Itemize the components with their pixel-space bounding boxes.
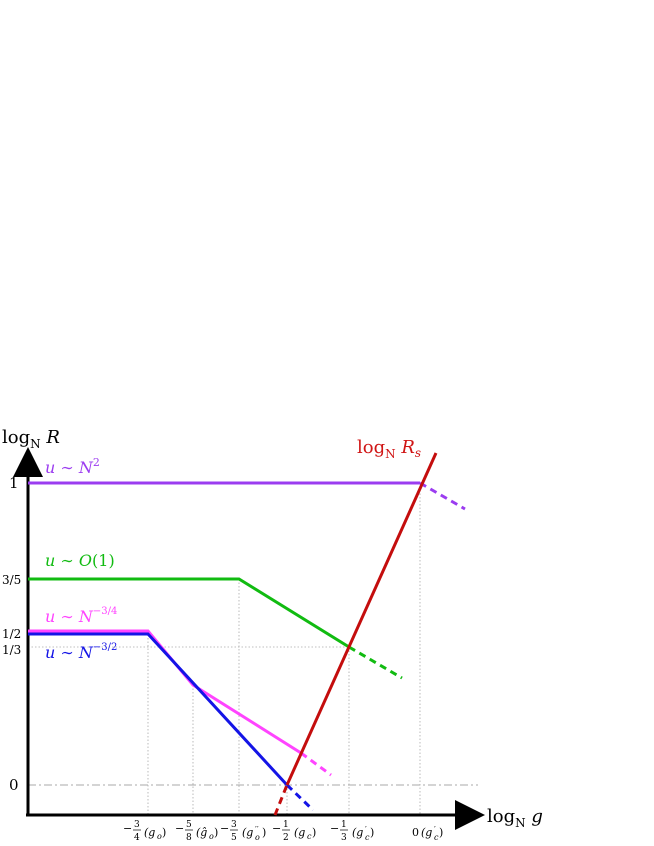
svg-text:1: 1 xyxy=(341,820,347,830)
svg-text:(g: (g xyxy=(144,826,155,839)
series-u-o1-dashed xyxy=(348,645,403,680)
x-axis-label: logN g xyxy=(487,806,543,830)
svg-text:0: 0 xyxy=(412,826,419,839)
svg-text:′: ′ xyxy=(365,825,367,834)
y-axis-label: logN R xyxy=(2,427,60,451)
svg-text:(g: (g xyxy=(421,826,432,839)
y-tick-1-2: 1/2 xyxy=(2,627,21,641)
svg-text:′′: ′′ xyxy=(255,825,259,834)
svg-text:3: 3 xyxy=(134,820,140,830)
svg-text:−: − xyxy=(220,822,229,835)
svg-text:c: c xyxy=(365,833,370,842)
svg-text:′: ′ xyxy=(434,825,436,834)
svg-text:3: 3 xyxy=(341,833,347,843)
svg-text:−: − xyxy=(330,822,339,835)
svg-text:o: o xyxy=(209,832,214,841)
y-tick-1-3: 1/3 xyxy=(2,643,21,657)
series-u-n34-dashed xyxy=(300,751,332,777)
svg-text:(ĝ: (ĝ xyxy=(196,826,207,839)
svg-text:): ) xyxy=(262,826,266,839)
label-u-n32: u ∼ N−3/2 xyxy=(45,642,117,662)
series-rs-dashed xyxy=(273,784,289,816)
svg-text:5: 5 xyxy=(231,833,237,843)
svg-text:4: 4 xyxy=(134,833,140,843)
svg-text:): ) xyxy=(312,826,316,839)
x-tick-gpp: − 3 5 (g′′o) xyxy=(220,820,266,843)
y-tick-3-5: 3/5 xyxy=(2,573,21,587)
svg-text:c: c xyxy=(434,833,439,842)
label-log-rs: logN Rs xyxy=(357,437,421,461)
svg-text:8: 8 xyxy=(186,833,192,843)
svg-text:): ) xyxy=(162,826,166,839)
svg-text:(g: (g xyxy=(294,826,305,839)
svg-text:): ) xyxy=(214,826,218,839)
label-u-n34: u ∼ N−3/4 xyxy=(45,606,117,626)
y-tick-1: 1 xyxy=(9,474,19,492)
svg-text:2: 2 xyxy=(283,833,289,843)
series-rs-solid xyxy=(285,452,438,786)
svg-text:−: − xyxy=(175,822,184,835)
svg-text:o: o xyxy=(255,833,260,842)
series-u-o1-solid xyxy=(28,577,350,649)
guide-lines xyxy=(28,483,421,815)
series-u-n2-dashed xyxy=(419,481,466,511)
svg-text:1: 1 xyxy=(283,820,289,830)
svg-text:): ) xyxy=(439,826,443,839)
svg-text:−: − xyxy=(123,822,132,835)
svg-text:): ) xyxy=(370,826,374,839)
series-u-n32-dashed xyxy=(285,783,315,812)
svg-text:o: o xyxy=(157,832,162,841)
label-u-n2: u ∼ N2 xyxy=(45,456,100,477)
svg-text:(g: (g xyxy=(242,826,253,839)
svg-text:c: c xyxy=(307,832,312,841)
x-tick-gpc: − 1 3 (g′c) xyxy=(330,820,374,843)
svg-text:5: 5 xyxy=(186,820,192,830)
y-tick-0: 0 xyxy=(9,776,19,794)
svg-text:3: 3 xyxy=(231,820,237,830)
label-u-o1: u ∼ O(1) xyxy=(45,551,115,570)
series-u-n32-solid xyxy=(28,632,289,787)
x-tick-zero: 0 (g′c) xyxy=(412,825,443,842)
svg-text:−: − xyxy=(272,822,281,835)
svg-text:(g: (g xyxy=(352,826,363,839)
